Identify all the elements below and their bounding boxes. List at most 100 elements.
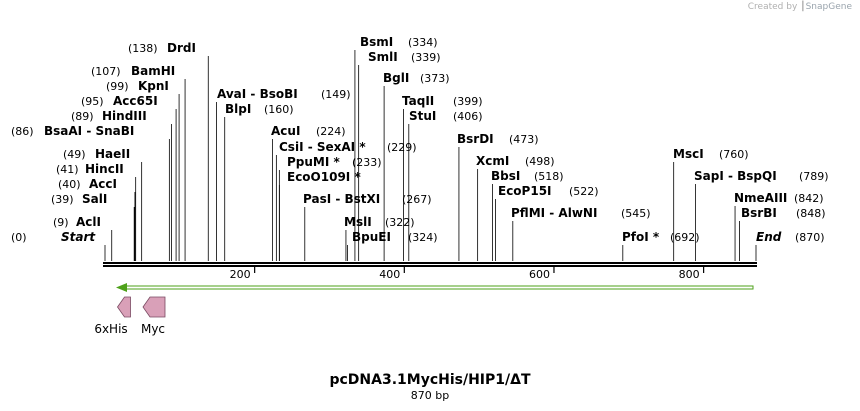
site-position: (870) (795, 231, 825, 244)
site-name: PasI - BstXI (303, 192, 380, 206)
site-name: XcmI (476, 154, 509, 168)
site-position: (138) (128, 42, 158, 55)
site-label-31[interactable]: PfoI * (692) (622, 230, 700, 244)
site-position: (334) (408, 36, 438, 49)
site-label-2[interactable]: SalI(39) (51, 192, 107, 206)
site-label-14[interactable]: AcuI (224) (271, 124, 346, 138)
feature-6xhis[interactable]: 6xHis (94, 296, 131, 336)
credit-text: Created by ┃SnapGene (748, 2, 852, 12)
site-position: (233) (352, 156, 382, 169)
site-name: TaqII (402, 94, 434, 108)
site-name: EcoP15I (498, 184, 552, 198)
site-label-11[interactable]: DrdI(138) (128, 41, 196, 55)
sequence-backbone (103, 262, 757, 267)
site-lines-group (104, 50, 757, 261)
credit-brand: SnapGene (805, 2, 852, 12)
site-name: BbsI (491, 169, 520, 183)
site-position: (522) (569, 185, 599, 198)
site-name: AcuI (271, 124, 300, 138)
site-name: PflMI - AlwNI (511, 206, 597, 220)
site-name: PpuMI * (287, 155, 341, 169)
feature-myc[interactable]: Myc (141, 296, 166, 336)
feature-label: Myc (141, 322, 165, 336)
site-label-15[interactable]: CsiI - SexAI *(229) (279, 140, 417, 154)
site-name: BsmI (360, 35, 393, 49)
axis-tick-label-0: 200 (230, 268, 251, 281)
site-position: (229) (387, 141, 417, 154)
feature-arrow-icon (142, 296, 166, 318)
site-label-26[interactable]: BsrDI(473) (457, 132, 539, 146)
site-position: (789) (799, 170, 829, 183)
feature-arrow-icon (117, 296, 131, 318)
site-name: MslI (344, 215, 372, 229)
site-name: KpnI (138, 79, 169, 93)
site-position: (473) (509, 133, 539, 146)
site-label-21[interactable]: BsmI (334) (360, 35, 438, 49)
site-position: (107) (91, 65, 121, 78)
site-position: (322) (385, 216, 415, 229)
site-label-33[interactable]: SapI - BspQI (789) (694, 169, 829, 183)
site-position: (0) (11, 231, 27, 244)
site-name: PfoI * (622, 230, 660, 244)
site-name: SapI - BspQI (694, 169, 777, 183)
site-label-6[interactable]: BsaAI - SnaBI(86) (11, 124, 134, 138)
site-label-29[interactable]: EcoP15I (522) (498, 184, 599, 198)
site-name: HaeII (95, 147, 130, 161)
site-label-7[interactable]: HindIII(89) (71, 109, 147, 123)
site-label-28[interactable]: BbsI(518) (491, 169, 564, 183)
site-label-0[interactable]: Start (0) (11, 230, 96, 244)
site-label-27[interactable]: XcmI (498) (476, 154, 555, 168)
site-label-4[interactable]: HincII(41) (56, 162, 124, 176)
site-name: Start (61, 230, 96, 244)
site-label-24[interactable]: TaqII(399) (402, 94, 483, 108)
site-position: (49) (63, 148, 86, 161)
site-name: EcoO109I * (287, 170, 361, 184)
site-label-1[interactable]: AclI(9) (53, 215, 101, 229)
site-label-18[interactable]: PasI - BstXI(267) (303, 192, 432, 206)
site-label-13[interactable]: BlpI(160) (225, 102, 294, 116)
site-position: (498) (525, 155, 555, 168)
site-label-8[interactable]: Acc65I(95) (81, 94, 158, 108)
credit-prefix: Created by (747, 2, 798, 12)
site-position: (39) (51, 193, 74, 206)
site-position: (89) (71, 110, 94, 123)
backbone-bottom-strand (103, 265, 757, 267)
orf-arrow[interactable] (116, 283, 754, 292)
site-label-20[interactable]: BpuEI(324) (352, 230, 438, 244)
map-title: pcDNA3.1MycHis/HIP1/ΔT (329, 372, 531, 388)
site-label-35[interactable]: BsrBI(848) (741, 206, 826, 220)
site-label-5[interactable]: HaeII (49) (63, 147, 130, 161)
site-label-12[interactable]: AvaI - BsoBI(149) (217, 87, 351, 101)
backbone-top-strand (103, 262, 757, 264)
site-label-22[interactable]: SmlI (339) (368, 50, 441, 64)
site-position: (224) (316, 125, 346, 138)
site-label-34[interactable]: NmeAIII(842) (734, 191, 824, 205)
site-label-19[interactable]: MslI (322) (344, 215, 415, 229)
site-label-16[interactable]: PpuMI * (233) (287, 155, 382, 169)
site-label-30[interactable]: PflMI - AlwNI(545) (511, 206, 651, 220)
site-name: AccI (89, 177, 117, 191)
site-label-10[interactable]: BamHI(107) (91, 64, 175, 78)
site-position: (40) (58, 178, 81, 191)
axis-tick-label-2: 600 (529, 268, 550, 281)
site-name: SmlI (368, 50, 398, 64)
site-label-32[interactable]: MscI(760) (673, 147, 749, 161)
site-position: (406) (453, 110, 483, 123)
site-label-3[interactable]: AccI (40) (58, 177, 117, 191)
site-label-36[interactable]: End(870) (756, 230, 825, 244)
site-name: NmeAIII (734, 191, 787, 205)
site-label-9[interactable]: KpnI(99) (106, 79, 169, 93)
site-name: BsaAI - SnaBI (44, 124, 134, 138)
site-position: (339) (411, 51, 441, 64)
site-label-17[interactable]: EcoO109I * (287, 170, 361, 184)
site-label-25[interactable]: StuI(406) (409, 109, 483, 123)
site-position: (692) (670, 231, 700, 244)
axis-tick-label-3: 800 (679, 268, 700, 281)
site-position: (848) (796, 207, 826, 220)
site-position: (95) (81, 95, 104, 108)
site-label-23[interactable]: BglI(373) (383, 71, 450, 85)
site-labels-group: Start (0) AclI(9) SalI(39)AccI (40) HincII(41… (11, 35, 829, 244)
